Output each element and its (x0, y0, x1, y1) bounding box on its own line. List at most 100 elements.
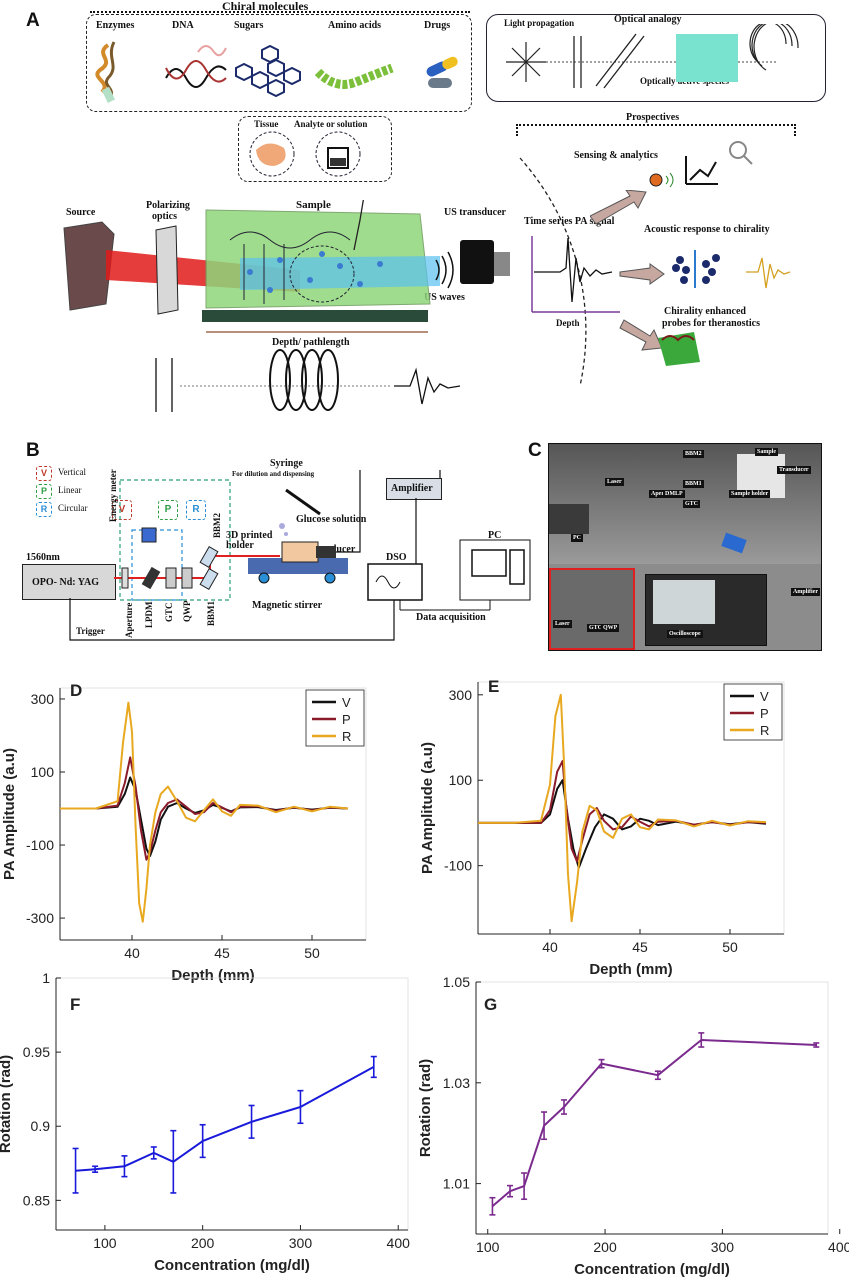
tissue-label: Tissue (254, 119, 279, 129)
panel-letter-a: A (26, 10, 40, 31)
syringe-icon (285, 488, 321, 516)
data-acq-label: Data acquisition (416, 612, 486, 623)
holder-label-1: 3D printed (226, 530, 273, 541)
legend-entry-v: V (342, 695, 351, 710)
y-tick-label: 0.9 (31, 1118, 51, 1134)
photo-label-laser-inset: Laser (553, 620, 572, 628)
time-series-label: Time series PA signal (524, 216, 615, 227)
optical-analogy-box (486, 14, 826, 102)
x-tick-label: 45 (214, 945, 230, 961)
y-tick-label: -300 (26, 910, 54, 926)
source-label: Source (66, 207, 96, 218)
pa-waveform (534, 237, 613, 303)
x-axis-title: Depth (mm) (171, 967, 254, 984)
y-tick-label: 100 (31, 764, 55, 780)
rotation-arcs (749, 24, 799, 71)
panel-letter-g: G (484, 995, 497, 1014)
enzyme-icon (95, 41, 116, 103)
legend-entry-p: P (760, 706, 769, 721)
optics-tag-p: P (158, 500, 178, 520)
photo-label-sample: Sample (755, 448, 779, 456)
chiral-title-underline (90, 11, 470, 13)
chirality-probes-label-2: probes for theranostics (662, 318, 760, 329)
chiral-molecules-title: Chiral molecules (222, 0, 309, 13)
dna-icon (165, 45, 227, 88)
y-tick-label: 1 (42, 970, 50, 986)
x-tick-label: 50 (304, 945, 320, 961)
x-tick-label: 100 (476, 1239, 500, 1255)
linear-polarization-arrows (573, 33, 645, 89)
analyte-label: Analyte or solution (294, 119, 368, 129)
us-transducer-block (460, 240, 494, 284)
sensing-label: Sensing & analytics (574, 150, 658, 161)
molecule-drugs: Drugs (424, 20, 451, 31)
optical-analogy-diagram (506, 24, 799, 89)
drugs-icon (426, 56, 458, 88)
helix-icon (269, 349, 339, 411)
x-tick-label: 200 (593, 1239, 617, 1255)
lab-setup-photo: Laser BBM2 Sample Transducer BBM1 Apertu… (548, 443, 822, 651)
experiment-schematic (63, 200, 510, 412)
molecule-icons (95, 41, 458, 103)
plot-area (55, 977, 409, 1231)
series-line-p (478, 760, 767, 863)
amplifier-label: Amplifier (391, 483, 433, 494)
tissue-icon (256, 143, 286, 166)
photo-label-transducer: Transducer (777, 466, 811, 474)
optics-tag-v: V (112, 500, 132, 520)
y-tick-label: 100 (449, 772, 473, 788)
y-axis-title: Rotation (rad) (417, 1059, 434, 1157)
legend-entry-r: R (342, 729, 351, 744)
trigger-label: Trigger (76, 626, 105, 636)
photo-label-oscilloscope: Oscilloscope (667, 630, 703, 638)
chiral-molecules-mini (672, 254, 720, 284)
x-tick-label: 200 (191, 1235, 215, 1251)
series-line-f (75, 1066, 375, 1172)
setup-schematic (69, 470, 531, 641)
series-line-p (60, 756, 349, 861)
acoustic-waveform (746, 257, 791, 289)
series-line-v (60, 776, 349, 857)
pa-signal-plot (531, 236, 791, 313)
polarizing-label-2: optics (152, 211, 177, 222)
x-tick-label: 300 (289, 1235, 313, 1251)
x-tick-label: 45 (632, 939, 648, 955)
photo-label-qwp-inset: QWP (601, 624, 620, 632)
photo-label-dmlp: DMLP (663, 490, 685, 498)
dso-icon (367, 563, 423, 601)
tissue-analyte-icons (249, 131, 361, 177)
x-tick-label: 300 (711, 1239, 735, 1255)
us-waves-label: US waves (424, 292, 465, 303)
molecule-amino-acids: Amino acids (328, 20, 382, 31)
tissue-analyte-box (238, 116, 392, 182)
probe-icon (649, 173, 663, 187)
light-propagation-label: Light propagation (504, 18, 575, 28)
sensing-icons (649, 141, 753, 188)
x-axis-title: Depth (mm) (589, 961, 672, 978)
syringe-label: Syringe (270, 458, 303, 469)
x-axis-title: Concentration (mg/dl) (574, 1261, 730, 1278)
legend-entry-r: R (760, 723, 769, 738)
y-tick-label: 300 (31, 691, 55, 707)
panel-letter-e: E (488, 677, 499, 696)
y-tick-label: 0.95 (23, 1044, 50, 1060)
holder-label-2: holder (226, 540, 254, 551)
magnifier-icon (729, 141, 747, 159)
series-line-g (491, 1039, 817, 1208)
optically-active-species-block (676, 34, 738, 82)
legend-label-p: Linear (58, 485, 82, 495)
y-tick-label: 0.85 (23, 1192, 50, 1208)
prospectives-bracket (516, 124, 796, 136)
chirality-probes-label-1: Chirality enhanced (664, 306, 746, 317)
chiral-path (240, 256, 440, 290)
sugars-icon (235, 44, 301, 98)
panel-letter-f: F (70, 995, 80, 1014)
photo-label-bbm2: BBM2 (683, 450, 704, 458)
photo-label-bbm1: BBM1 (683, 480, 704, 488)
x-tick-label: 40 (124, 945, 140, 961)
arrow-to-acoustic (619, 263, 665, 285)
legend-entry-p: P (342, 712, 351, 727)
photo-label-amplifier: Amplifier (791, 588, 820, 596)
